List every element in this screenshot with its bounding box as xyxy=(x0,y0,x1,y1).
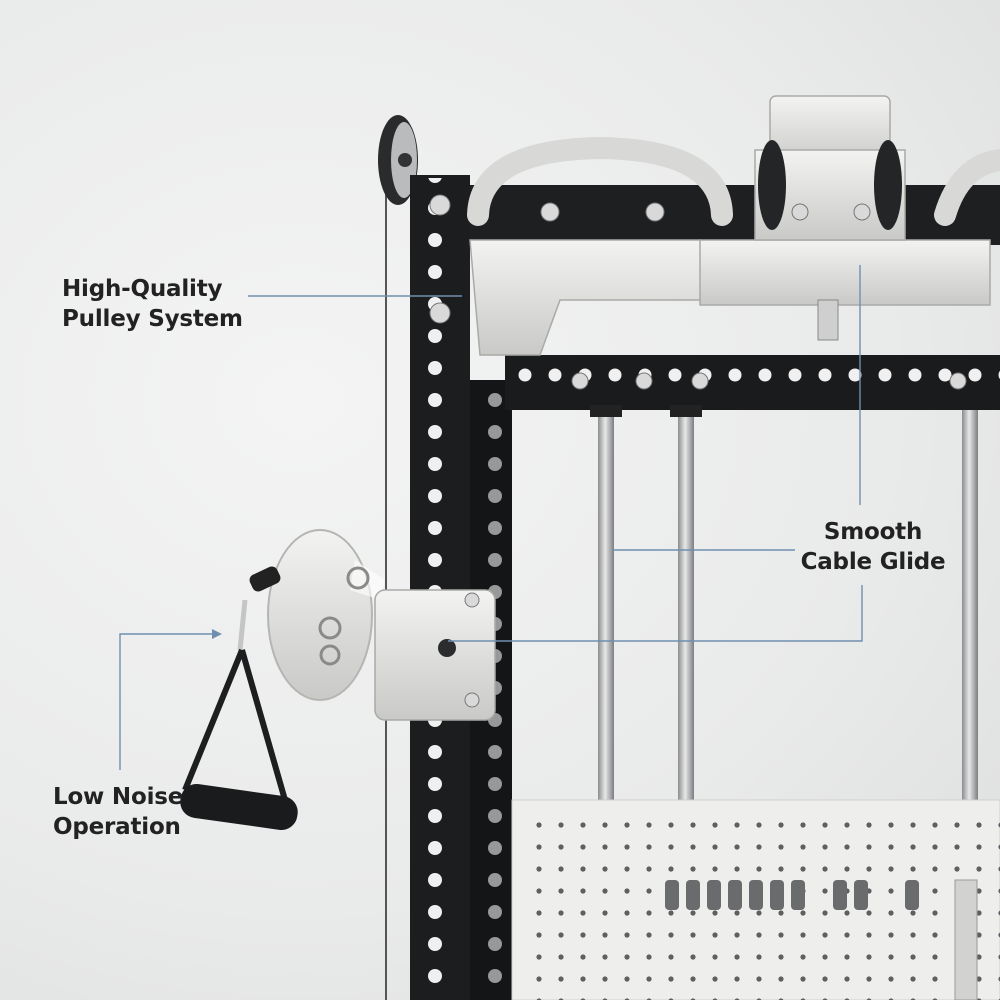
callout-pulley-line2: Pulley System xyxy=(62,306,243,332)
callout-glide-line1: Smooth xyxy=(823,519,923,545)
leader-lines xyxy=(119,265,863,770)
top-carriage xyxy=(429,95,1000,390)
callout-pulley-line1: High-Quality xyxy=(62,276,223,302)
callout-glide-line2: Cable Glide xyxy=(800,549,946,575)
callout-cable-glide: Smooth Cable Glide xyxy=(798,517,948,577)
callout-low-noise: Low Noise Operation xyxy=(53,782,183,842)
weight-plate-panel xyxy=(511,799,1000,1000)
callout-pulley-system: High-Quality Pulley System xyxy=(62,274,243,334)
callout-noise-line1: Low Noise xyxy=(53,784,184,810)
guide-rods xyxy=(590,405,978,800)
side-pulley-assembly xyxy=(267,529,496,721)
callout-noise-line2: Operation xyxy=(53,814,181,840)
triangle-handle xyxy=(180,566,298,830)
